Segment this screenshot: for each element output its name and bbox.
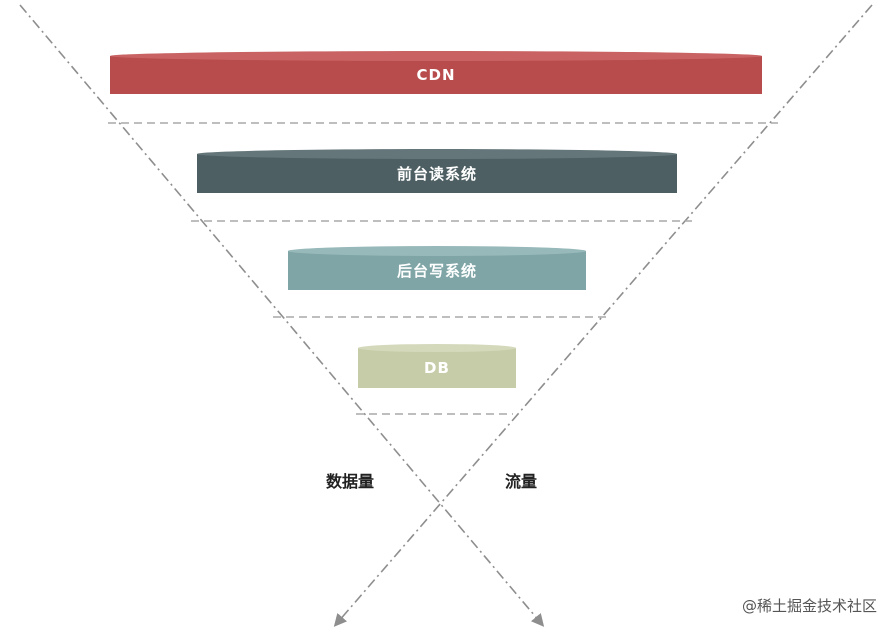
data-volume-line [19, 4, 545, 627]
tier-backend-write [288, 246, 586, 290]
traffic-label: 流量 [505, 472, 538, 491]
tier-cdn [110, 51, 762, 94]
tier-db [358, 344, 516, 388]
tier-frontend-read [197, 149, 677, 193]
watermark: @稀土掘金技术社区 [741, 597, 877, 615]
data-volume-label: 数据量 [326, 472, 375, 491]
traffic-line [333, 4, 873, 627]
